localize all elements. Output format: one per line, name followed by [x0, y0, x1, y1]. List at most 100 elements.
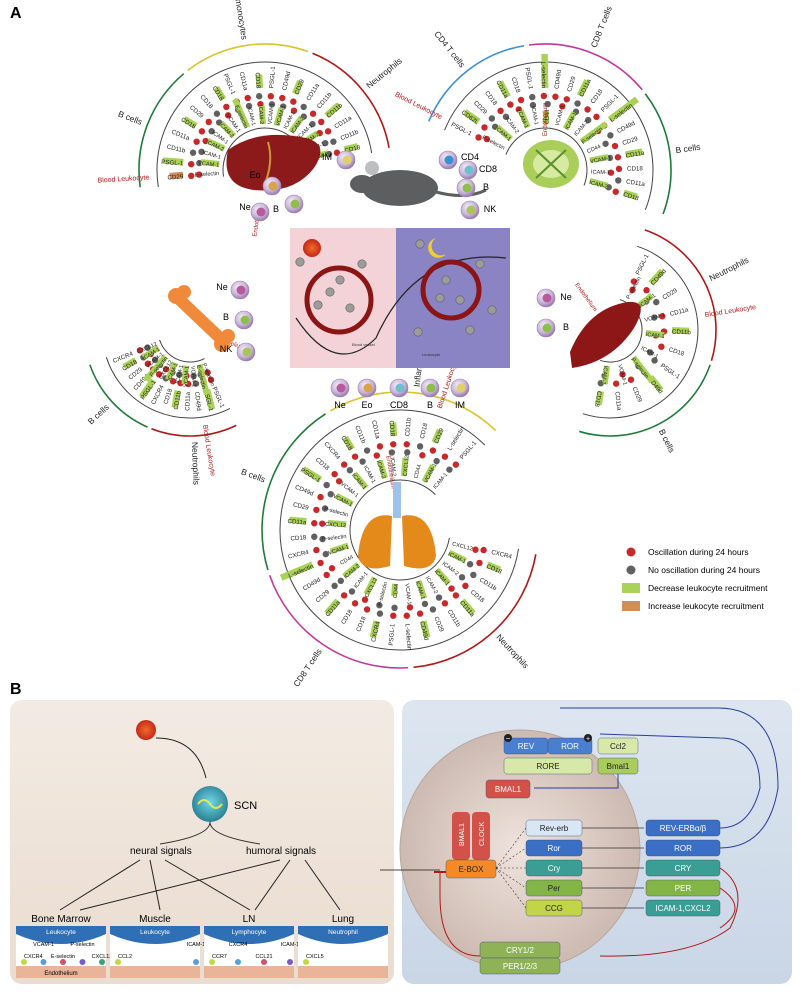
- no-oscillation-dot: [319, 535, 326, 543]
- transcription-link: [495, 867, 527, 909]
- leukocyte-molecule: CD18: [593, 390, 603, 407]
- oscillation-dot: [462, 582, 469, 590]
- leukocyte-molecule: CD29: [188, 104, 205, 120]
- no-oscillation-dot: [653, 298, 660, 306]
- molecule-label: P-selectin: [70, 942, 94, 948]
- lymph-node-icon: [523, 140, 579, 188]
- recruitment-highlight: [595, 390, 605, 406]
- blood-vessel-label: Blood vessel: [352, 342, 375, 347]
- cell-membrane: [110, 926, 200, 944]
- gene-box-label: Per: [548, 884, 561, 893]
- bone-icon: [168, 285, 235, 352]
- leukocyte-molecule: CD18: [344, 144, 362, 155]
- cell-type-label: CD8 T cells: [589, 5, 614, 49]
- leukocyte-dot: [357, 259, 367, 269]
- lungs-icon: [358, 482, 436, 569]
- leukocyte-molecule: CD18: [622, 191, 640, 203]
- cell-membrane: [16, 926, 106, 944]
- endothelium-bar: [110, 966, 200, 978]
- leukocyte-molecule: CXCR4: [322, 441, 341, 462]
- endothelium-molecule: VCAM-1: [183, 366, 191, 388]
- leukocyte-molecule: PSGL-1: [161, 159, 184, 168]
- endothelium-molecule: ICAM-1: [432, 472, 449, 490]
- oscillation-dot: [540, 92, 548, 100]
- recruitment-highlight: [607, 96, 639, 123]
- recruitment-highlight: [206, 137, 226, 152]
- recruitment-highlight: [415, 579, 428, 600]
- endothelium-molecule: ICAM-1: [246, 106, 256, 126]
- leukocyte-molecule: CD29: [292, 501, 310, 512]
- no-oscillation-dot: [529, 93, 536, 101]
- no-oscillation-dot: [192, 380, 200, 387]
- endothelium-molecule: VCAM-1: [555, 105, 566, 127]
- oscillation-dot: [441, 600, 449, 607]
- oscillation-dot: [331, 470, 338, 478]
- oscillation-dot: [563, 96, 570, 103]
- no-oscillation-dot: [435, 594, 443, 601]
- recruitment-highlight: [486, 561, 502, 573]
- cell-icon: NK: [460, 200, 496, 220]
- leukocyte-molecule: PSGL-1: [268, 66, 277, 89]
- cell-type-arc: [579, 364, 711, 437]
- cell-icon: B: [273, 194, 304, 214]
- recruitment-highlight: [497, 80, 511, 99]
- protein-box: [645, 899, 721, 917]
- oscillation-dot: [629, 286, 636, 294]
- oscillation-dot: [659, 313, 666, 320]
- endothelium-ring: [505, 127, 588, 186]
- recruitment-highlight: [635, 292, 654, 310]
- oscillation-dot: [472, 546, 479, 553]
- oscillation-dot: [188, 160, 195, 168]
- no-oscillation-dot: [416, 443, 424, 450]
- oscillation-dot: [390, 612, 397, 619]
- endothelium-molecule: CXCL12: [325, 522, 347, 530]
- cell-label: Eo: [249, 170, 260, 180]
- cry-repressor-box-label: CRY1/2: [506, 946, 534, 955]
- leukocyte-ring: [105, 357, 231, 419]
- recruitment-highlight: [327, 519, 347, 528]
- cell-icon: CD4: [438, 150, 479, 170]
- oscillation-dot: [340, 461, 348, 468]
- cell-type-arc: [413, 554, 537, 669]
- minus-icon: [504, 734, 512, 742]
- oscillation-dot: [643, 287, 650, 294]
- no-oscillation-dot: [255, 93, 263, 100]
- cell-type-arc: [329, 391, 497, 432]
- bmal1-dimer: [452, 812, 470, 860]
- leukocyte-molecule: CD11a: [287, 518, 307, 526]
- cell-label: Ne: [560, 292, 572, 302]
- oscillation-dot: [351, 600, 359, 607]
- recruitment-highlight: [376, 459, 388, 479]
- endothelium-molecule: ICAM-1: [600, 365, 608, 385]
- recruitment-highlight: [343, 143, 359, 153]
- oscillation-dot: [169, 378, 177, 385]
- cell-icon: NK: [220, 342, 256, 362]
- cell-icon: B: [456, 178, 489, 198]
- bmal1-protein-box-label: BMAL1: [495, 785, 522, 794]
- recruitment-highlight: [258, 105, 266, 125]
- leukocyte-dot: [435, 293, 445, 303]
- oscillation-dot: [615, 165, 623, 173]
- rore-box-label: RORE: [536, 762, 559, 771]
- tissue-panels: Bone MarrowLeukocyteEndotheliumCXCR4VCAM…: [16, 914, 388, 978]
- leukocyte-molecule: CD11a: [613, 391, 622, 411]
- ebox-box: [445, 859, 497, 879]
- leukocyte-molecule: CD18: [290, 534, 307, 542]
- adhesion-molecule: [79, 959, 86, 965]
- leukocyte-molecule: CD18: [180, 116, 198, 131]
- no-oscillation-dot: [359, 458, 366, 465]
- panel-b-sun-icon: [136, 720, 156, 740]
- endothelium-bar: [16, 966, 106, 978]
- leukocyte-molecule: CD18: [510, 76, 522, 94]
- recruitment-highlight: [369, 620, 380, 639]
- oscillation-dot: [335, 478, 343, 485]
- leukocyte-dot: [465, 325, 475, 335]
- bmal1-protein-box: [485, 779, 531, 799]
- leukocyte-molecule: PSGL-1: [659, 362, 682, 381]
- signal-arrows: [59, 859, 341, 911]
- per-repressor-box-label: PER1/2/3: [503, 962, 538, 971]
- leukocyte-molecule: CD49d: [294, 484, 315, 498]
- no-oscillation-dot: [615, 177, 622, 184]
- adhesion-molecule: [99, 959, 105, 965]
